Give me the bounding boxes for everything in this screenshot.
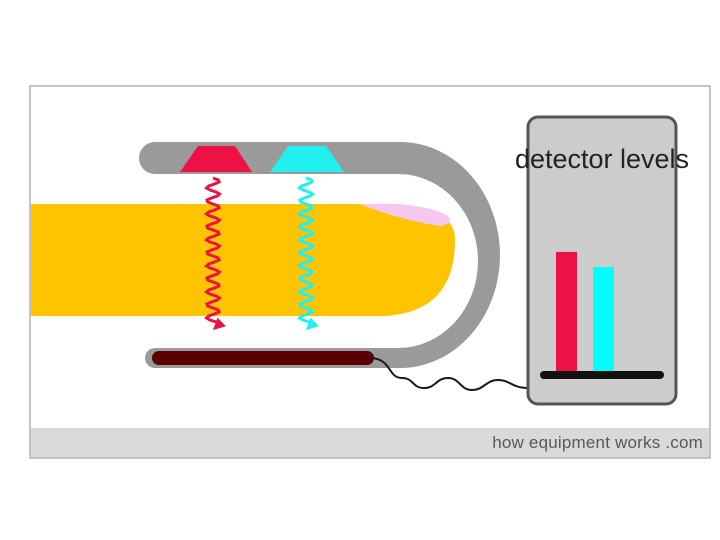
cyan-level-bar <box>593 267 614 372</box>
diagram-frame <box>29 85 711 459</box>
red-level-bar <box>556 251 577 372</box>
finger <box>31 204 455 316</box>
cyan-light-wave <box>297 176 319 331</box>
finger-clip-housing <box>139 142 500 368</box>
red-led-emitter-icon <box>180 146 252 172</box>
detector-levels-title: detector levels <box>515 144 689 174</box>
level-baseline <box>540 371 664 379</box>
detector-level-bars <box>556 251 614 372</box>
cyan-led-emitter-icon <box>270 146 344 172</box>
photodetector-sensor <box>152 351 374 365</box>
footer-credit: how equipment works .com <box>492 433 703 452</box>
fingernail <box>360 203 450 226</box>
footer-band <box>31 428 709 457</box>
red-light-wave <box>204 176 226 331</box>
sensor-cable <box>371 357 529 392</box>
